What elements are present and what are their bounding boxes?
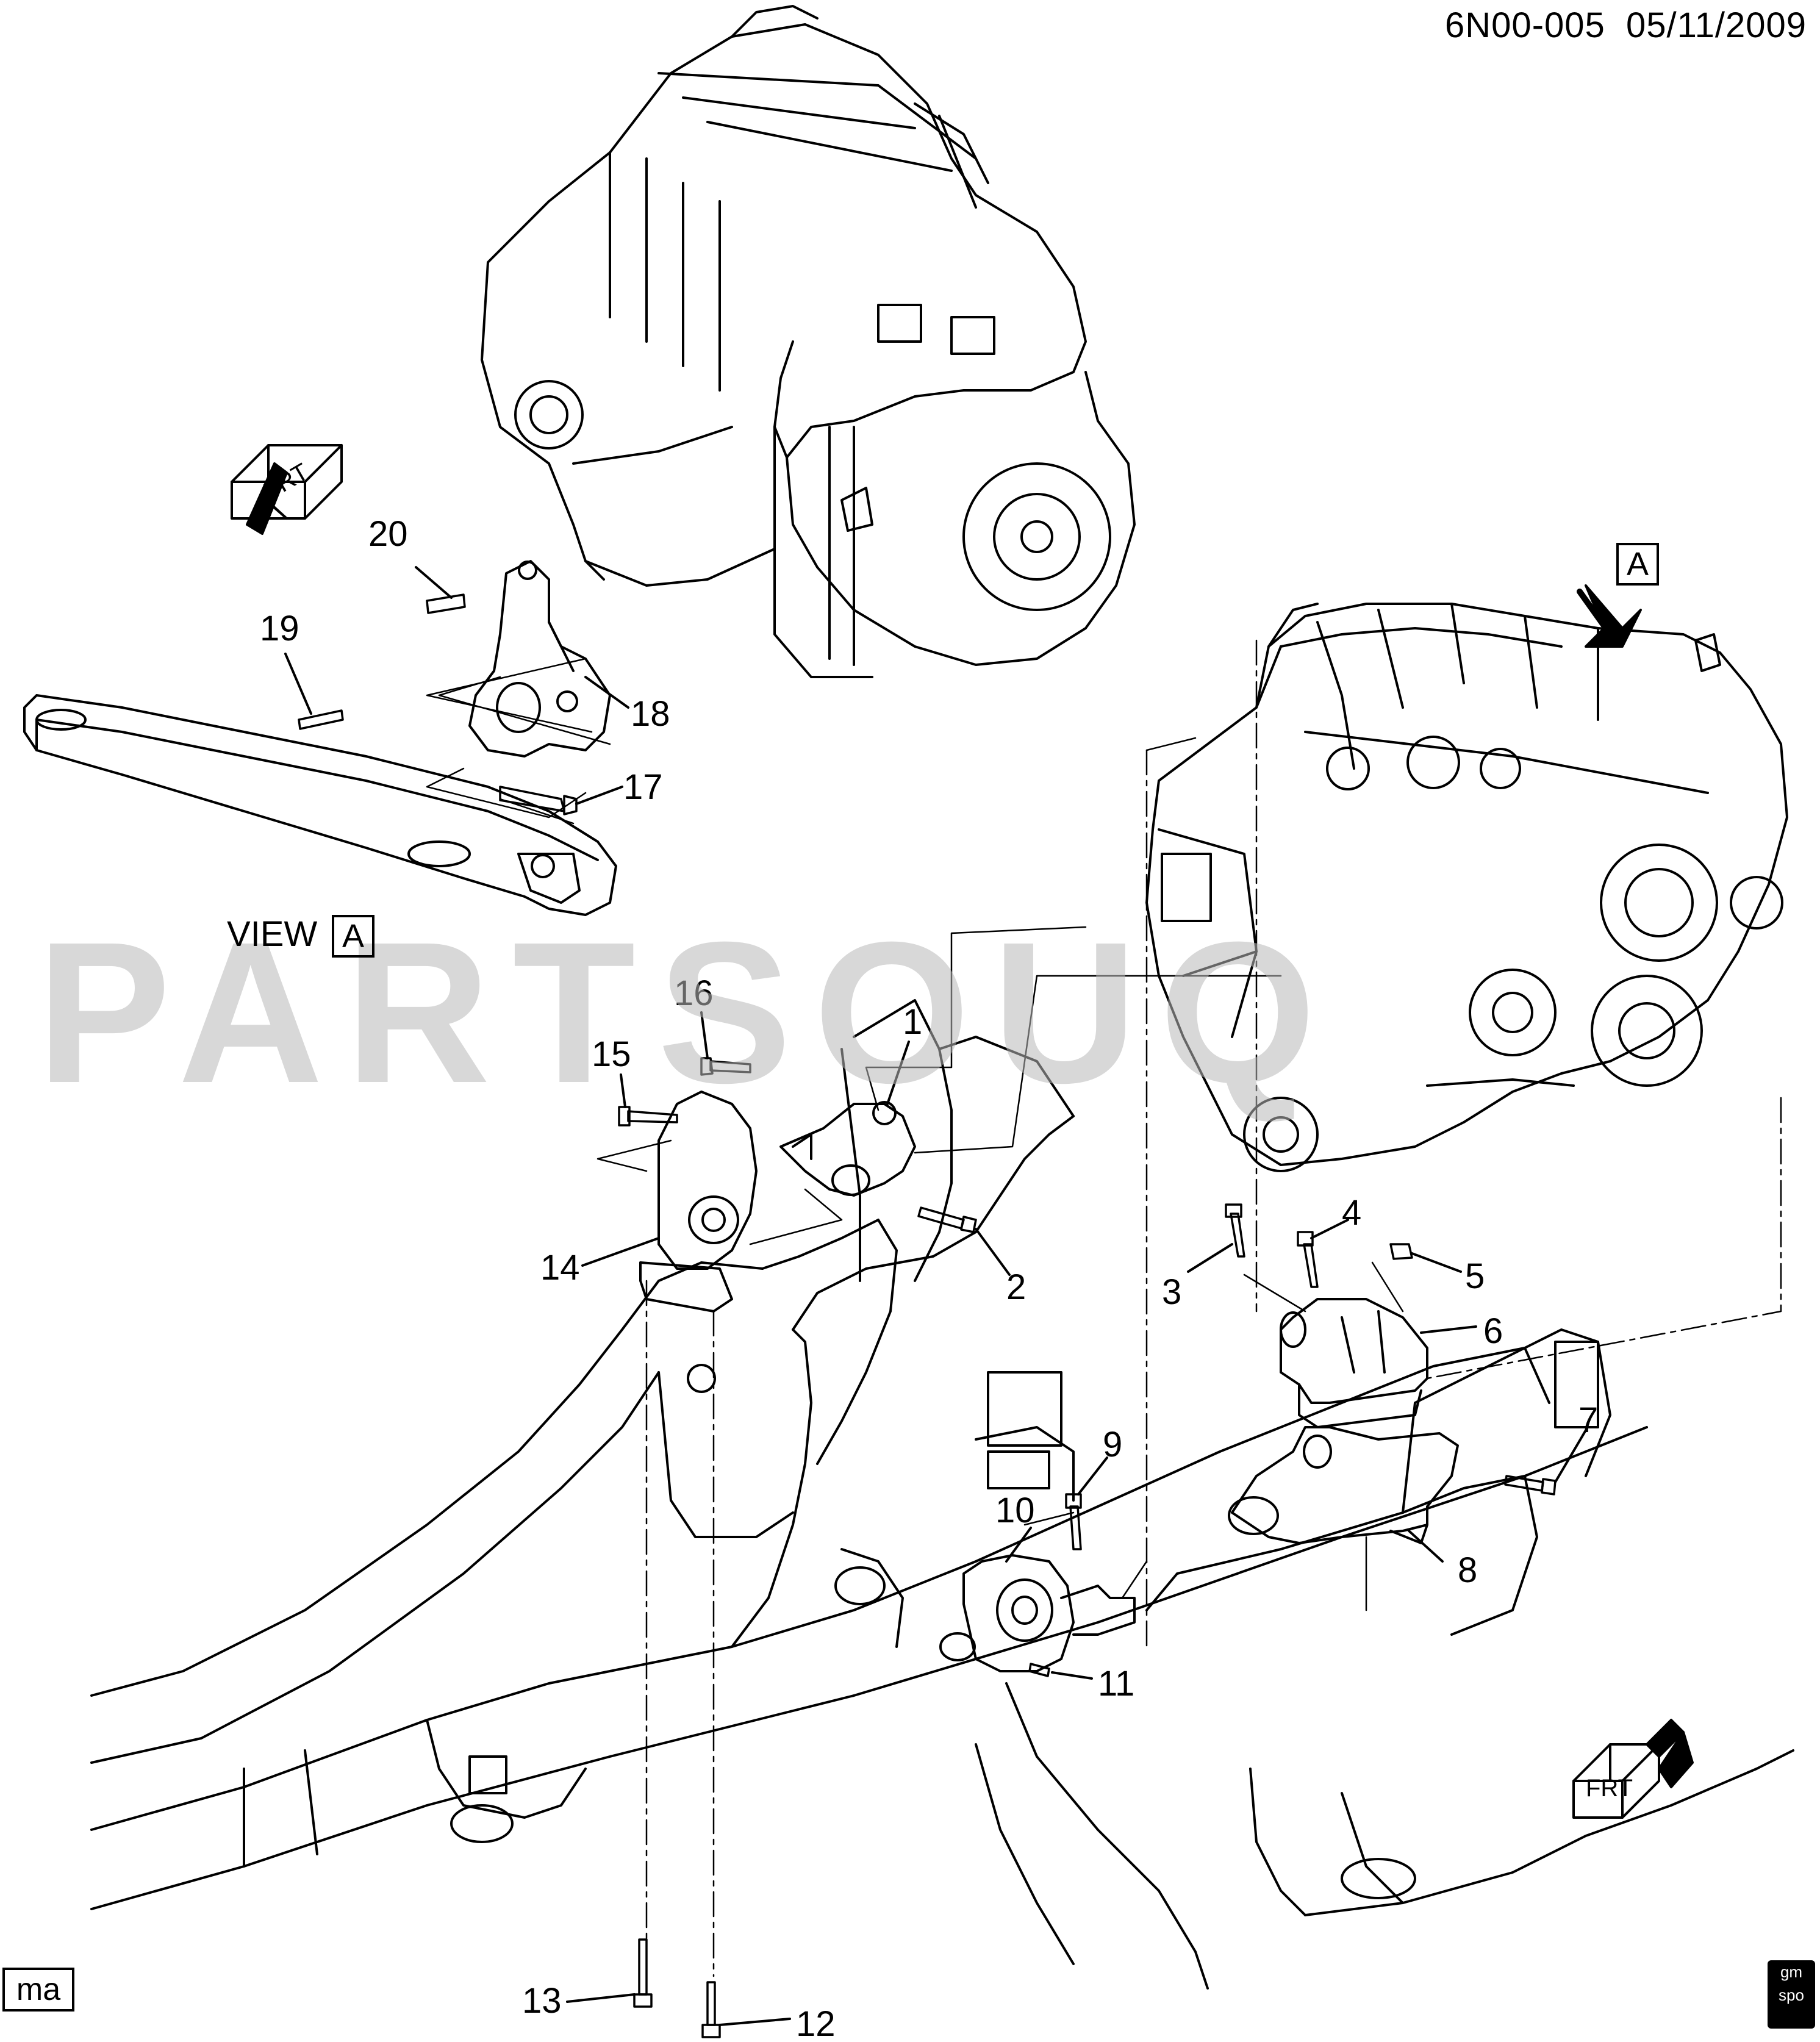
front-crossmember	[23, 694, 617, 916]
view-ref-box: A	[332, 915, 374, 958]
part-8-mount-bracket[interactable]	[1228, 1426, 1459, 1544]
callout-2: 2	[1006, 1267, 1026, 1307]
gm-text: gm	[1780, 1963, 1803, 1981]
part-1-trans-bracket[interactable]	[779, 1101, 916, 1197]
callout-16: 16	[674, 973, 714, 1013]
callout-5: 5	[1465, 1256, 1485, 1296]
frt-arrow-bottom-right	[1572, 1719, 1694, 1819]
callout-1: 1	[903, 1002, 922, 1042]
gm-spo-logo: gm spo	[1768, 1960, 1815, 2029]
part-6-engine-mount[interactable]	[1280, 1298, 1428, 1428]
callout-4: 4	[1342, 1193, 1361, 1233]
view-label: VIEW	[227, 914, 318, 954]
diagram-header: 6N00-005 05/11/2009	[1445, 5, 1807, 46]
callout-19: 19	[260, 609, 299, 648]
callout-15: 15	[592, 1034, 631, 1074]
callout-20: 20	[368, 514, 408, 554]
callout-3: 3	[1162, 1272, 1181, 1312]
view-a-arrow	[1577, 584, 1642, 648]
ma-badge: ma	[2, 1968, 74, 2012]
callout-12: 12	[796, 2004, 836, 2042]
leader-lines	[284, 566, 1587, 2026]
callout-14: 14	[540, 1248, 580, 1288]
callout-7: 7	[1578, 1400, 1598, 1440]
diagram-date: 05/11/2009	[1626, 5, 1807, 45]
bolts	[298, 593, 1557, 2038]
engine-right-view-a	[1145, 603, 1788, 1172]
callout-9: 9	[1103, 1425, 1122, 1464]
callout-17: 17	[623, 767, 663, 807]
engine-transaxle-top	[481, 5, 1136, 678]
spo-text: spo	[1779, 1986, 1804, 2004]
callout-11: 11	[1098, 1664, 1134, 1703]
chassis-frame	[90, 999, 1794, 1990]
watermark: PARTSOUQ	[37, 900, 1338, 1125]
callout-10: 10	[995, 1491, 1035, 1530]
part-10-mount[interactable]	[962, 1554, 1136, 1672]
frt-label-bottom: FRT	[1586, 1775, 1633, 1802]
part-18-mount-bracket	[468, 560, 611, 758]
diagram-code: 6N00-005	[1445, 5, 1605, 45]
callout-8: 8	[1458, 1550, 1477, 1590]
callout-6: 6	[1483, 1311, 1503, 1351]
callout-13: 13	[522, 1981, 562, 2021]
alignment-lines	[426, 639, 1782, 1977]
callout-18: 18	[631, 694, 670, 734]
frt-arrow-top-left	[231, 444, 343, 535]
arrow-ref-box: A	[1616, 543, 1659, 586]
callout-labels: 1 2 3 4 5 6 7 8 9 10 11 12 13 14 15 16 1…	[259, 458, 1633, 2042]
